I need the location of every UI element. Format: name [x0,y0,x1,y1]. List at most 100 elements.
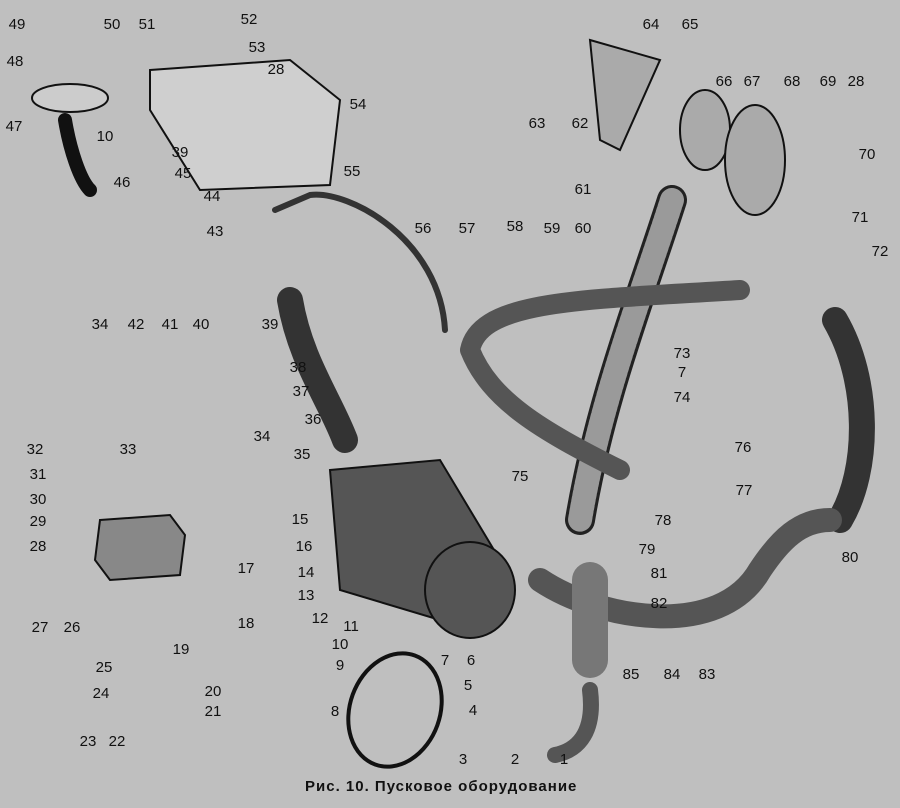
part-number-label: 10 [96,128,114,145]
part-number-label: 11 [343,618,359,635]
part-number-label: 26 [63,619,81,636]
part-number-label: 62 [571,115,589,132]
part-number-label: 52 [240,11,258,28]
part-number-label: 58 [506,218,524,235]
part-number-label: 37 [292,383,310,400]
part-number-label: 30 [29,491,47,508]
part-number-label: 28 [847,73,865,90]
part-number-label: 8 [330,703,340,720]
part-number-label: 57 [458,220,476,237]
part-number-label: 74 [673,389,691,406]
part-number-label: 81 [650,565,668,582]
part-number-label: 43 [206,223,224,240]
part-number-label: 54 [349,96,367,113]
part-number-label: 34 [91,316,109,333]
part-number-label: 56 [414,220,432,237]
heater-body [328,458,516,639]
hose-39 [277,287,358,453]
hose-80 [822,307,875,533]
part-number-label: 71 [851,209,869,226]
part-number-label: 77 [735,482,753,499]
part-number-label: 28 [29,538,47,555]
part-number-label: 70 [858,146,876,163]
part-number-label: 36 [304,411,322,428]
part-number-label: 82 [650,595,668,612]
part-number-label: 80 [841,549,859,566]
part-number-label: 63 [528,115,546,132]
part-number-label: 65 [681,16,699,33]
part-number-label: 25 [95,659,113,676]
part-number-label: 29 [29,513,47,530]
part-number-label: 39 [171,144,189,161]
part-number-label: 6 [466,652,476,669]
part-number-label: 61 [574,181,592,198]
part-number-label: 23 [79,733,97,750]
part-number-label: 27 [31,619,49,636]
part-number-label: 41 [161,316,179,333]
part-number-label: 9 [335,657,345,674]
part-number-label: 42 [127,316,145,333]
ring-8 [346,651,444,769]
part-number-label: 67 [743,73,761,90]
part-number-label: 17 [237,560,255,577]
part-number-label: 48 [6,53,24,70]
part-number-label: 46 [113,174,131,191]
part-number-label: 21 [204,703,222,720]
part-number-label: 3 [458,751,468,768]
part-number-label: 85 [622,666,640,683]
fan-66-69 [588,38,786,216]
part-number-label: 14 [297,564,315,581]
part-number-label: 72 [871,243,889,260]
part-number-label: 79 [638,541,656,558]
part-number-label: 7 [440,652,450,669]
part-number-label: 45 [174,165,192,182]
part-number-label: 20 [204,683,222,700]
part-number-label: 47 [5,118,23,135]
part-number-label: 4 [468,702,478,719]
part-number-label: 78 [654,512,672,529]
part-number-label: 24 [92,685,110,702]
part-number-label: 28 [267,61,285,78]
part-number-label: 22 [108,733,126,750]
part-number-label: 19 [172,641,190,658]
part-number-label: 75 [511,468,529,485]
part-number-label: 10 [331,636,349,653]
pipe-59 [460,280,750,480]
part-number-label: 38 [289,359,307,376]
part-number-label: 15 [291,511,309,528]
part-number-label: 32 [26,441,44,458]
part-number-label: 53 [248,39,266,56]
part-number-label: 73 [673,345,691,362]
part-number-label: 50 [103,16,121,33]
part-number-label: 76 [734,439,752,456]
part-number-label: 69 [819,73,837,90]
part-number-label: 7 [677,364,687,381]
elbow-1 [547,682,599,763]
part-number-label: 40 [192,316,210,333]
part-number-label: 5 [463,677,473,694]
part-number-label: 66 [715,73,733,90]
part-number-label: 64 [642,16,660,33]
tank-54 [149,58,342,192]
part-number-label: 44 [203,188,221,205]
part-number-label: 16 [295,538,313,555]
part-number-label: 49 [8,16,26,33]
coil-box-29 [93,513,187,582]
funnel-48 [31,83,109,197]
part-number-label: 59 [543,220,561,237]
part-number-label: 55 [343,163,361,180]
part-number-label: 39 [261,316,279,333]
part-number-label: 33 [119,441,137,458]
part-number-label: 35 [293,446,311,463]
part-number-label: 31 [29,466,47,483]
part-number-label: 84 [663,666,681,683]
part-number-label: 1 [559,751,569,768]
part-number-label: 83 [698,666,716,683]
figure-caption: Рис. 10. Пусковое оборудование [305,778,578,795]
part-number-label: 12 [311,610,329,627]
pipe-55-57 [272,191,448,333]
part-number-label: 68 [783,73,801,90]
hose-61-inner [568,188,684,532]
